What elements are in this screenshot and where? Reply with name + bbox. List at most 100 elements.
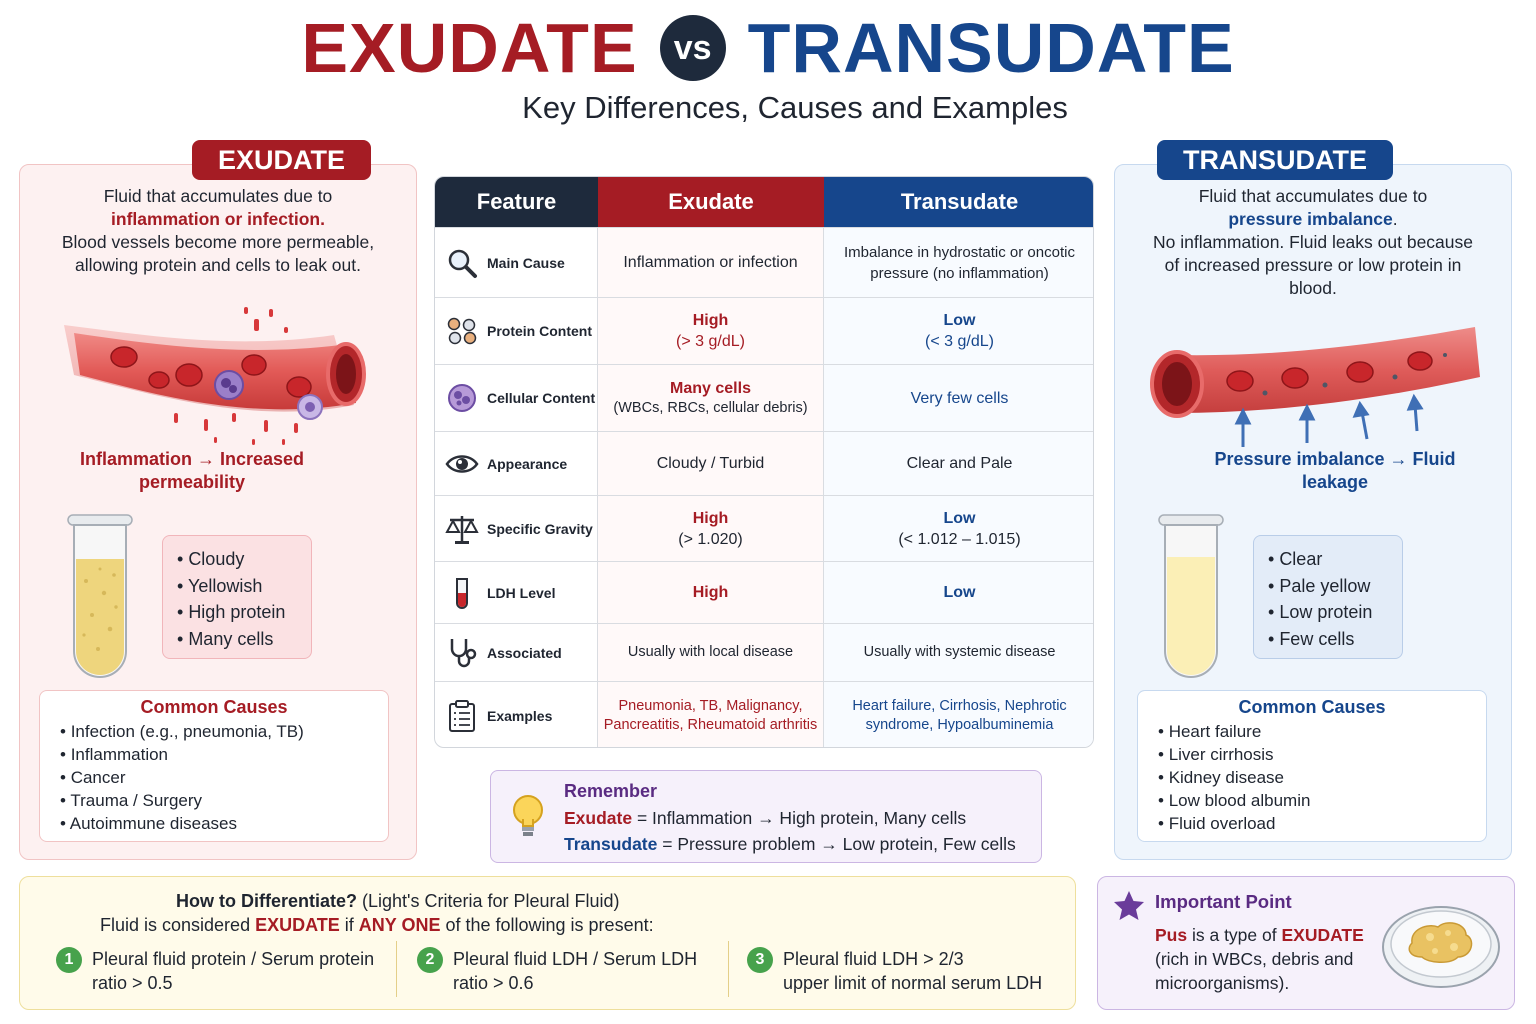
comparison-table: Feature Exudate Transudate Main Cause In… [434, 176, 1094, 748]
table-row: Cellular Content Many cells(WBCs, RBCs, … [435, 364, 1093, 431]
transudate-cell: Very few cells [824, 365, 1093, 431]
remember-title: Remember [564, 781, 658, 801]
exudate-subvalue: (> 1.020) [678, 530, 743, 548]
title-exudate: EXUDATE [301, 9, 638, 87]
transudate-value: Usually with systemic disease [863, 644, 1056, 660]
feature-cell: Main Cause [435, 228, 598, 297]
feature-label: Protein Content [487, 323, 592, 339]
transudate-value: Very few cells [910, 389, 1009, 407]
stethoscope-icon [450, 638, 477, 667]
transudate-cell: Low(< 1.012 – 1.015) [824, 496, 1093, 561]
scale-icon [445, 515, 479, 544]
howto-title: How to Differentiate? (Light's Criteria … [176, 891, 620, 911]
exudate-causes-title: Common Causes [140, 697, 288, 717]
exudate-causes: Common Causes • Infection (e.g., pneumon… [39, 690, 389, 842]
transudate-cell: Low [824, 562, 1093, 623]
exudate-cause-item: • Inflammation [60, 745, 169, 764]
feature-cell: Protein Content [435, 298, 598, 364]
cell-icon [448, 384, 476, 412]
feature-cell: Examples [435, 682, 598, 747]
page-subtitle: Key Differences, Causes and Examples [522, 90, 1068, 125]
exudate-cell: Pneumonia, TB, Malignancy, Pancreatitis,… [598, 682, 824, 747]
transudate-properties: • Clear • Pale yellow • Low protein • Fe… [1253, 535, 1403, 659]
star-icon [1114, 891, 1144, 920]
feature-cell: Specific Gravity [435, 496, 598, 561]
lightbulb-icon [513, 795, 543, 836]
table-row: Specific Gravity High (> 1.020) Low(< 1.0… [435, 495, 1093, 561]
transudate-prop: • Few cells [1268, 628, 1355, 649]
table-row: LDH Level High Low [435, 561, 1093, 623]
feature-label: Associated [487, 644, 562, 661]
feature-cell: LDH Level [435, 562, 598, 623]
transudate-cause-item: • Low blood albumin [1158, 791, 1311, 810]
exudate-value: High [692, 312, 729, 329]
exudate-prop: • Yellowish [177, 575, 263, 596]
divider [728, 941, 729, 997]
transudate-prop: • Low protein [1268, 602, 1373, 622]
transudate-cell: Low(< 3 g/dL) [824, 298, 1093, 364]
inflamed-vessel-illustration [64, 307, 366, 445]
feature-label: Appearance [487, 455, 568, 472]
exudate-prop: • High protein [177, 602, 286, 622]
feature-cell: Cellular Content [435, 365, 598, 431]
magnifier-icon [448, 249, 477, 278]
exudate-value: Pneumonia, TB, Malignancy, Pancreatitis,… [603, 697, 818, 733]
test-tube-icon [456, 577, 468, 609]
exudate-cell: Many cells(WBCs, RBCs, cellular debris) [598, 365, 824, 431]
exudate-cause-item: • Cancer [60, 768, 126, 787]
exudate-vessel-caption: Inflammation → Increased permeability [79, 449, 305, 492]
table-row: Main Cause Inflammation or infection Imb… [435, 227, 1093, 297]
important-point-box: Important Point Pus is a type of EXUDATE… [1097, 876, 1515, 1010]
feature-label: Cellular Content [487, 390, 596, 406]
exudate-value: High [692, 509, 729, 527]
transudate-subvalue: (< 1.012 – 1.015) [898, 530, 1021, 548]
transudate-cause-item: • Fluid overload [1158, 814, 1276, 833]
exudate-subvalue: (> 3 g/dL) [676, 333, 745, 350]
table-row: Examples Pneumonia, TB, Malignancy, Panc… [435, 681, 1093, 747]
page-title: EXUDATE vs TRANSUDATE [0, 8, 1536, 98]
transudate-desc-line: Fluid that accumulates due to [1198, 186, 1428, 206]
exudate-properties: • Cloudy • Yellowish • High protein • Ma… [162, 535, 312, 659]
transudate-value: Heart failure, Cirrhosis, Nephrotic synd… [852, 697, 1067, 733]
feature-label: Examples [487, 707, 553, 724]
transudate-cell: Heart failure, Cirrhosis, Nephrotic synd… [824, 682, 1093, 747]
exudate-value: Cloudy / Turbid [656, 455, 765, 472]
important-text: Pus is a type of EXUDATE(rich in WBCs, d… [1155, 925, 1364, 993]
feature-label: Specific Gravity [487, 520, 593, 537]
transudate-desc-tail: . [1392, 209, 1398, 229]
transudate-panel: TRANSUDATE Fluid that accumulates due to… [1114, 140, 1512, 860]
important-title: Important Point [1155, 891, 1292, 912]
criterion-number: 1 [56, 947, 82, 973]
transudate-prop: • Pale yellow [1268, 575, 1371, 596]
feature-label: Main Cause [487, 254, 565, 271]
vs-badge: vs [659, 15, 726, 81]
exudate-prop: • Cloudy [177, 549, 245, 569]
exudate-cell: Inflammation or infection [598, 228, 824, 297]
transudate-cell: Imbalance in hydrostatic or oncotic pres… [824, 228, 1093, 297]
transudate-value: Low [943, 312, 976, 329]
exudate-value: High [692, 584, 729, 601]
exudate-desc-rest: Blood vessels become more permeable, all… [61, 232, 375, 275]
clear-fluid-tube [1158, 514, 1224, 678]
exudate-prop: • Many cells [177, 628, 274, 649]
transudate-cell: Usually with systemic disease [824, 624, 1093, 681]
title-transudate: TRANSUDATE [747, 9, 1235, 87]
exudate-desc-highlight: inflammation or infection. [111, 209, 325, 229]
exudate-cause-item: • Autoimmune diseases [60, 814, 238, 833]
header-exudate: Exudate [598, 177, 824, 227]
exudate-cause-item: • Infection (e.g., pneumonia, TB) [60, 722, 304, 741]
exudate-tag: EXUDATE [192, 140, 372, 180]
lights-criteria-box: How to Differentiate? (Light's Criteria … [19, 876, 1076, 1010]
exudate-value: Usually with local disease [627, 644, 794, 660]
header-feature: Feature [435, 177, 598, 227]
feature-cell: Associated [435, 624, 598, 681]
protein-dots-icon [447, 317, 477, 345]
transudate-prop: • Clear [1268, 549, 1323, 569]
exudate-desc-line: Fluid that accumulates due to [103, 186, 333, 206]
transudate-value: Clear and Pale [906, 455, 1013, 472]
feature-label: LDH Level [487, 584, 556, 601]
exudate-value: Many cells [670, 380, 751, 397]
transudate-value: Low [943, 584, 976, 601]
exudate-value: Inflammation or infection [623, 254, 798, 271]
